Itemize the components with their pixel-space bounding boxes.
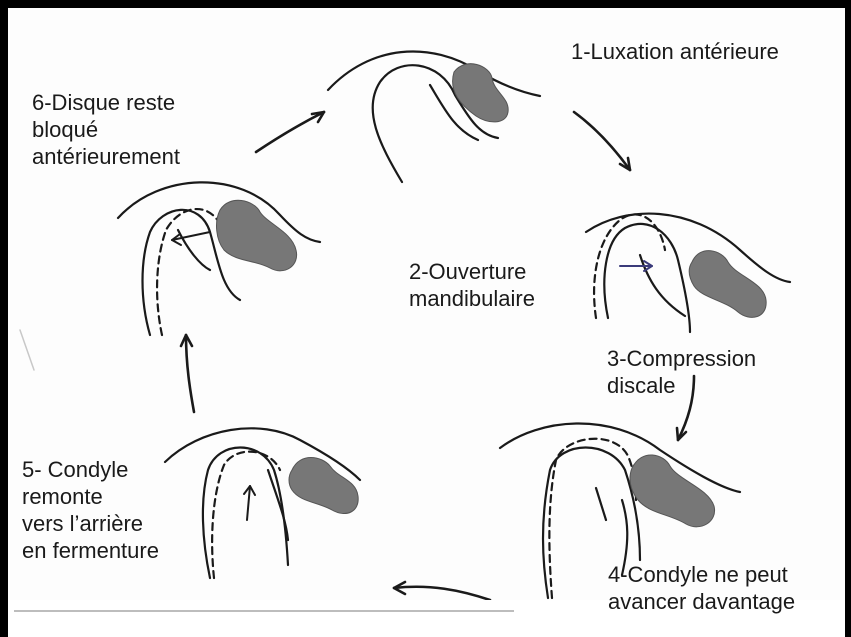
arrow-4-to-5 [394, 587, 490, 600]
bottom-divider [14, 610, 514, 612]
label-step-3: 3-Compression discale [607, 345, 756, 399]
stage-3-joint [586, 214, 790, 332]
stage-1-joint [328, 51, 540, 182]
disc-3 [689, 251, 766, 318]
arrow-6-to-1 [256, 112, 324, 152]
disc-4 [630, 455, 715, 527]
label-step-4: 4-Condyle ne peut avancer davantage [608, 561, 795, 615]
disc-5 [289, 458, 358, 514]
arrow-1-to-2 [574, 112, 630, 170]
disc-1 [453, 64, 509, 122]
label-step-5: 5- Condyle remonte vers l’arrière en fer… [22, 456, 159, 564]
disc-6 [217, 200, 297, 271]
label-step-2: 2-Ouverture mandibulaire [409, 258, 535, 312]
label-step-1: 1-Luxation antérieure [571, 38, 779, 65]
stage-6-joint [118, 182, 320, 335]
scan-mark [20, 330, 34, 370]
stage-5-joint [165, 428, 360, 578]
label-step-6: 6-Disque reste bloqué antérieurement [32, 89, 180, 170]
